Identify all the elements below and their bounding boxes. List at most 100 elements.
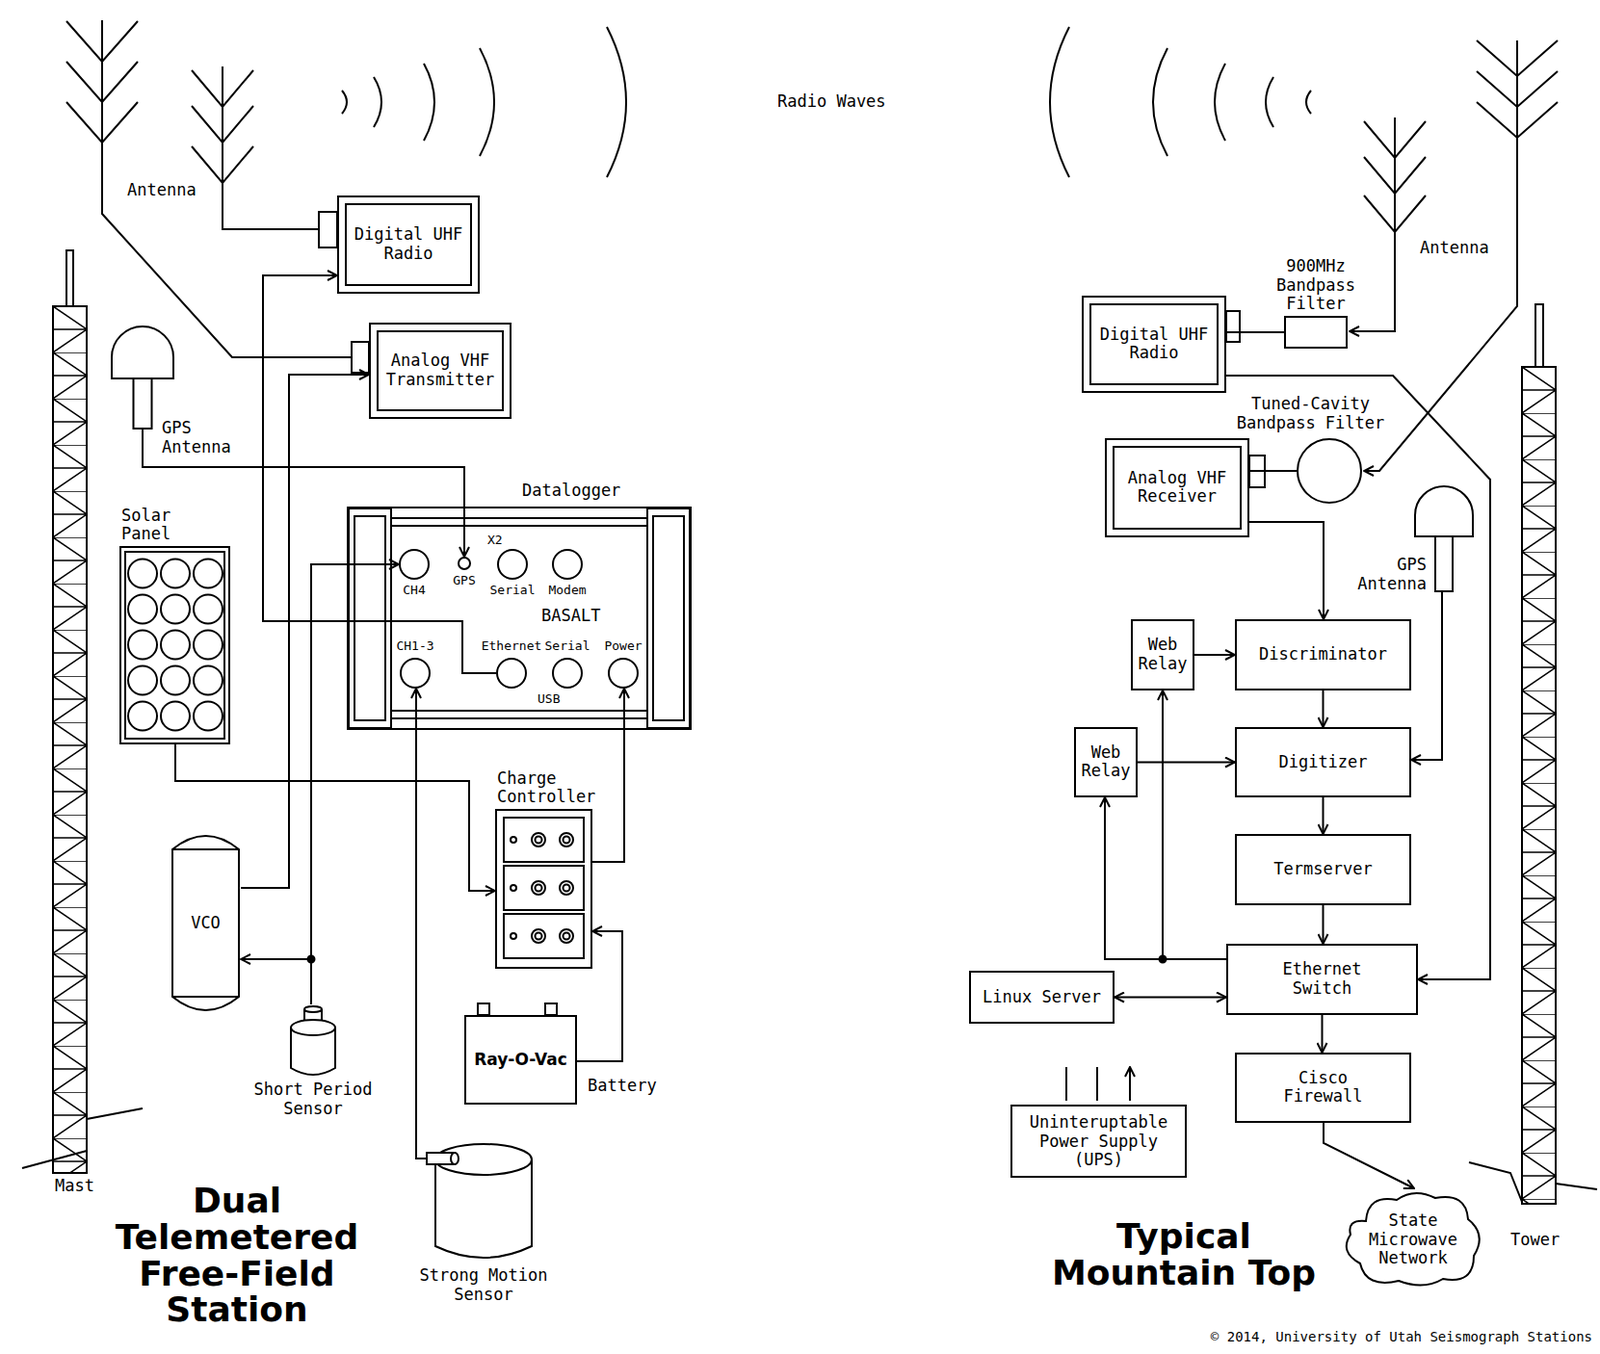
short-period-sensor-outline [288, 1004, 338, 1077]
strong-motion-sensor: Strong Motion Sensor [433, 1140, 534, 1263]
transmitter-box: Analog VHF Transmitter [368, 322, 512, 420]
connector [1249, 470, 1297, 473]
datalogger-cap [354, 516, 386, 721]
node-text: Serial [543, 639, 593, 655]
node-text: Strong Motion Sensor [409, 1266, 558, 1305]
short-period-sensor: Short Period Sensor [288, 1004, 338, 1077]
node-text: Power [602, 639, 644, 655]
node-text: Digital UHF Radio [350, 225, 467, 263]
node-text: Modem [546, 583, 588, 599]
port-stroke [458, 557, 471, 570]
port-stroke [552, 658, 582, 688]
yagi-antenna [66, 20, 138, 143]
node-text: GPS Antenna [1347, 555, 1429, 594]
firewall-box: Cisco Firewall [1234, 1052, 1412, 1124]
connector [1322, 905, 1325, 945]
label-text: Radio Waves [775, 92, 889, 112]
node-text: Termserver [1273, 860, 1372, 880]
connector [416, 688, 434, 1159]
connector [1411, 591, 1443, 761]
connector [1226, 331, 1285, 334]
node-text: Charge Controller [495, 769, 605, 808]
gps-antenna-stroke [1415, 486, 1473, 537]
connector [1226, 375, 1491, 980]
drawing [22, 20, 1598, 1205]
datalogger-cap [653, 516, 684, 721]
tower-lattice [1521, 367, 1556, 1205]
network-cloud-stroke [1346, 1193, 1480, 1286]
solar-cells [126, 555, 225, 735]
battery-terminal [545, 1003, 557, 1016]
port-outline [496, 657, 527, 689]
port-outline [497, 549, 528, 580]
node-text: Analog VHF Transmitter [380, 351, 501, 390]
strong-motion-sensor-stroke [450, 1153, 459, 1165]
label-text: © 2014, University of Utah Seismograph S… [1208, 1329, 1595, 1345]
antenna-feed [222, 183, 319, 230]
datalogger-box: DataloggerBASALTCH4GPSSerialModemCH1-3Et… [346, 506, 692, 731]
web-relay: Web Relay [1130, 619, 1195, 691]
datalogger-cap [348, 508, 392, 729]
label-text: Mast [52, 1177, 97, 1197]
cavity-filter-outline [1296, 438, 1363, 504]
mast-lattice [52, 306, 87, 1174]
process-box: Digitizer [1234, 727, 1412, 798]
process-box: Discriminator [1234, 619, 1412, 691]
port-stroke [608, 658, 638, 688]
port: Modem [551, 549, 583, 580]
port-outline [551, 657, 583, 689]
node-text: Serial [488, 583, 538, 599]
radio-connector [318, 211, 338, 248]
yagi-antenna [1363, 117, 1426, 233]
vco-unit-stroke [172, 849, 239, 997]
strong-motion-sensor-stroke [426, 1153, 453, 1165]
yagi-antenna [1476, 40, 1558, 138]
mast-spike [66, 250, 74, 307]
bandpass-filter: 900MHz Bandpass Filter [1284, 315, 1348, 349]
process-box: Termserver [1234, 834, 1412, 906]
port-stroke [498, 550, 527, 579]
port-outline [398, 549, 430, 580]
port-outline [399, 657, 431, 689]
datalogger-rail [391, 518, 648, 719]
connector [577, 931, 623, 1062]
connector [1194, 654, 1235, 656]
gps-antenna: GPS Antenna [109, 324, 176, 429]
solar-panel: Solar Panel [119, 546, 231, 745]
connector [1249, 522, 1324, 620]
port-outline [607, 657, 639, 689]
node-text: Solar Panel [119, 506, 191, 545]
node-text: Digitizer [1278, 753, 1367, 773]
network-cloud: State Microwave Network [1338, 1188, 1488, 1291]
node-text: CH4 [400, 583, 427, 599]
node-text: Discriminator [1259, 645, 1388, 665]
node-text: GPS Antenna [159, 419, 241, 457]
radio-waves [341, 26, 627, 178]
node-text: Digital UHF Radio [1096, 325, 1212, 364]
port: CH1-3 [399, 657, 431, 689]
label-text: Antenna [1417, 238, 1492, 259]
node-text: Linux Server [982, 988, 1102, 1008]
charge-controller: Charge Controller [495, 809, 593, 970]
battery: Ray-O-VacBattery [464, 1015, 578, 1105]
node-text: Web Relay [1078, 743, 1133, 782]
gps-antenna-outline [109, 324, 176, 429]
short-period-sensor-stroke [304, 1006, 322, 1013]
connector [1321, 1015, 1324, 1053]
node-text: GPS [450, 574, 477, 589]
radio-box: Digital UHF Radio [1081, 295, 1227, 394]
radio-connector [1226, 311, 1240, 342]
solar-frame [125, 551, 225, 739]
short-period-sensor-stroke [290, 1020, 336, 1036]
port-outline [457, 556, 472, 571]
vco-unit-stroke [172, 836, 239, 1011]
receiver-box: Analog VHF Receiver [1104, 438, 1250, 538]
connector [1322, 690, 1325, 728]
port: Serial [497, 549, 528, 580]
port: Serial [551, 657, 583, 689]
connector [311, 564, 399, 1005]
vco-unit: VCO [170, 826, 241, 1021]
switch-box: Ethernet Switch [1226, 944, 1418, 1016]
port: Ethernet [496, 657, 527, 689]
